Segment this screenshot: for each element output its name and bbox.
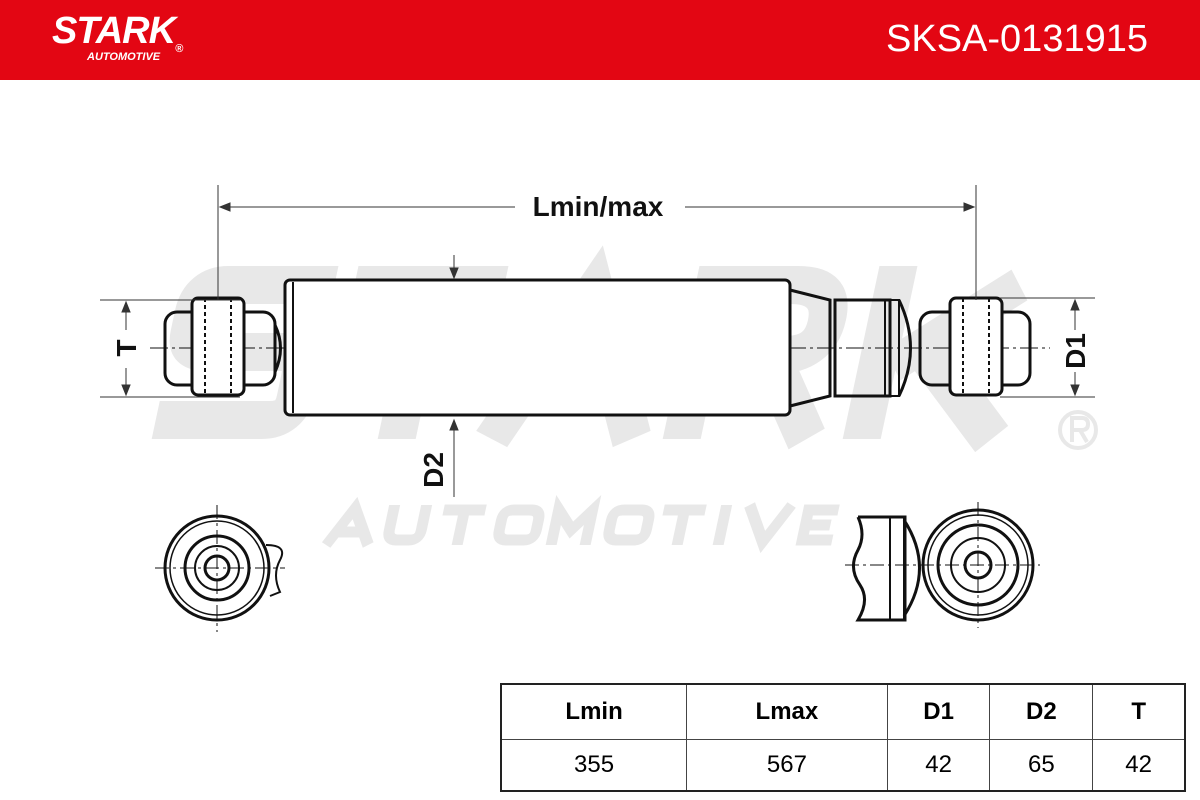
label-d1: D1: [1060, 333, 1091, 369]
specs-table: Lmin Lmax D1 D2 T 355 567 42 65 42: [500, 683, 1186, 792]
right-bushing: [948, 296, 1004, 397]
specs-value-row: 355 567 42 65 42: [501, 739, 1185, 791]
watermark-automotive: [321, 495, 840, 554]
value-d1: 42: [887, 739, 991, 791]
logo-registered: ®: [175, 43, 183, 55]
left-end-view: [155, 505, 285, 632]
logo-brand: STARK: [52, 10, 176, 52]
value-lmax: 567: [686, 739, 888, 791]
shock-absorber-drawing: Lmin/max T D1 D2: [100, 185, 1099, 632]
specs-header-row: Lmin Lmax D1 D2 T: [501, 684, 1185, 740]
header-d2: D2: [989, 684, 1094, 740]
label-length: Lmin/max: [533, 191, 664, 222]
dust-cover: [833, 298, 892, 398]
watermark-registered: [1057, 410, 1099, 450]
value-d2: 65: [989, 739, 1094, 791]
header-lmin: Lmin: [501, 684, 688, 740]
stark-logo: STARK® AUTOMOTIVE: [52, 10, 183, 64]
right-end-view: [845, 502, 1040, 628]
left-bushing: [190, 296, 246, 397]
knurled-ring: [884, 299, 900, 397]
label-t: T: [111, 339, 142, 356]
header-lmax: Lmax: [686, 684, 888, 740]
value-lmin: 355: [501, 739, 688, 791]
dimension-lines: [100, 185, 1095, 497]
value-t: 42: [1125, 751, 1152, 778]
header-d1: D1: [887, 684, 991, 740]
logo-sub: AUTOMOTIVE: [87, 51, 161, 63]
header-t: T: [1092, 684, 1185, 740]
label-d2: D2: [418, 452, 449, 488]
header-bar: STARK® AUTOMOTIVE SKSA-0131915: [0, 0, 1200, 80]
part-number: SKSA-0131915: [886, 18, 1148, 60]
side-view: [150, 278, 1050, 417]
cylinder-body: [283, 278, 792, 417]
